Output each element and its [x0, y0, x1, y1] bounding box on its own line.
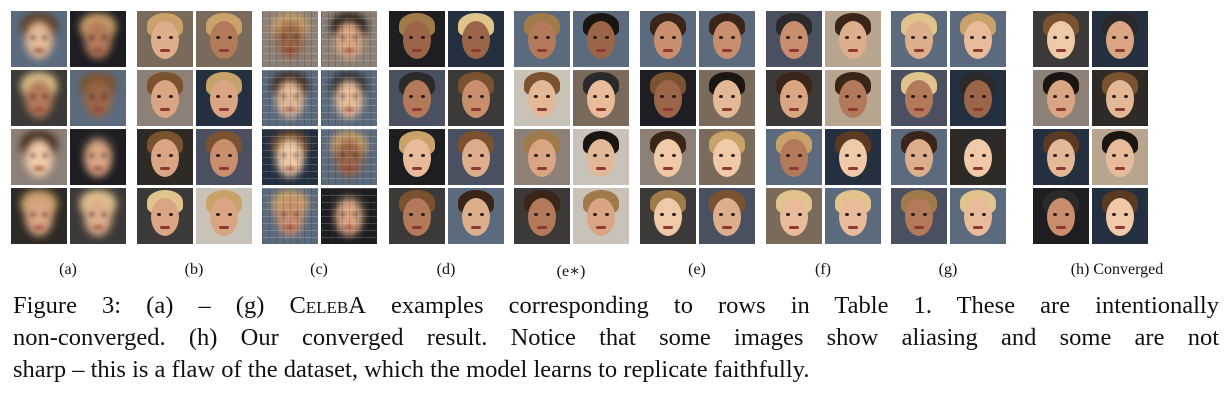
face-thumbnail — [262, 129, 318, 185]
face-thumbnail — [196, 11, 252, 67]
panel-label: (f) — [815, 261, 831, 278]
face-thumbnail — [196, 70, 252, 126]
face-thumbnail — [11, 129, 67, 185]
face-thumbnail — [950, 11, 1006, 67]
face-thumbnail — [891, 188, 947, 244]
face-thumbnail — [137, 11, 193, 67]
figure-image-grid — [11, 11, 1148, 244]
face-thumbnail — [950, 70, 1006, 126]
face-thumbnail — [514, 129, 570, 185]
face-thumbnail — [70, 188, 126, 244]
face-thumbnail — [514, 188, 570, 244]
figure-caption: Figure 3: (a) – (g) CelebA examples corr… — [13, 290, 1219, 386]
panel-label: (h) Converged — [1070, 261, 1164, 278]
face-thumbnail — [1033, 129, 1089, 185]
face-thumbnail — [1092, 11, 1148, 67]
face-thumbnail — [1092, 188, 1148, 244]
face-thumbnail — [1092, 70, 1148, 126]
face-thumbnail — [514, 11, 570, 67]
face-thumbnail — [1033, 188, 1089, 244]
face-thumbnail — [766, 188, 822, 244]
face-thumbnail — [70, 70, 126, 126]
face-thumbnail — [321, 188, 377, 244]
panel-label: (b) — [184, 261, 204, 278]
face-thumbnail — [11, 70, 67, 126]
panel-label: (d) — [436, 261, 456, 278]
panel-label: (a) — [59, 261, 77, 278]
face-thumbnail — [196, 188, 252, 244]
face-thumbnail — [514, 70, 570, 126]
face-thumbnail — [11, 188, 67, 244]
face-thumbnail — [137, 188, 193, 244]
caption-line-2: non-converged. (h) Our converged result.… — [13, 324, 1219, 351]
face-thumbnail — [1092, 129, 1148, 185]
face-thumbnail — [825, 70, 881, 126]
face-thumbnail — [70, 129, 126, 185]
face-thumbnail — [321, 70, 377, 126]
face-thumbnail — [640, 188, 696, 244]
face-thumbnail — [825, 11, 881, 67]
face-thumbnail — [699, 188, 755, 244]
face-thumbnail — [262, 11, 318, 67]
face-thumbnail — [640, 129, 696, 185]
caption-line-1: Figure 3: (a) – (g) CelebA examples corr… — [13, 290, 1219, 322]
face-thumbnail — [262, 188, 318, 244]
face-thumbnail — [321, 129, 377, 185]
face-thumbnail — [448, 188, 504, 244]
face-thumbnail — [448, 129, 504, 185]
face-thumbnail — [389, 11, 445, 67]
panel-label: (e∗) — [556, 263, 586, 280]
face-thumbnail — [950, 188, 1006, 244]
face-thumbnail — [766, 11, 822, 67]
face-thumbnail — [389, 70, 445, 126]
face-thumbnail — [573, 70, 629, 126]
face-thumbnail — [389, 129, 445, 185]
caption-prefix: Figure 3: (a) – (g) — [13, 292, 290, 319]
panel-label: (c) — [310, 261, 328, 278]
face-thumbnail — [573, 11, 629, 67]
face-thumbnail — [699, 70, 755, 126]
face-thumbnail — [196, 129, 252, 185]
face-thumbnail — [262, 70, 318, 126]
face-thumbnail — [70, 11, 126, 67]
face-thumbnail — [321, 11, 377, 67]
face-thumbnail — [825, 129, 881, 185]
face-thumbnail — [766, 129, 822, 185]
face-thumbnail — [137, 70, 193, 126]
face-thumbnail — [11, 11, 67, 67]
face-thumbnail — [825, 188, 881, 244]
face-thumbnail — [891, 11, 947, 67]
face-thumbnail — [891, 70, 947, 126]
face-thumbnail — [573, 129, 629, 185]
face-thumbnail — [766, 70, 822, 126]
caption-dataset-name: CelebA — [289, 292, 366, 319]
face-thumbnail — [950, 129, 1006, 185]
face-thumbnail — [448, 70, 504, 126]
face-thumbnail — [137, 129, 193, 185]
face-thumbnail — [891, 129, 947, 185]
panel-label: (e) — [688, 261, 706, 278]
face-thumbnail — [699, 129, 755, 185]
face-thumbnail — [640, 11, 696, 67]
caption-line1-text: examples corresponding to rows in Table … — [365, 292, 1219, 319]
caption-line-3: sharp – this is a flaw of the dataset, w… — [13, 356, 810, 383]
face-thumbnail — [448, 11, 504, 67]
face-thumbnail — [1033, 70, 1089, 126]
face-thumbnail — [640, 70, 696, 126]
face-thumbnail — [573, 188, 629, 244]
face-thumbnail — [699, 11, 755, 67]
face-thumbnail — [1033, 11, 1089, 67]
panel-label: (g) — [938, 261, 958, 278]
face-thumbnail — [389, 188, 445, 244]
